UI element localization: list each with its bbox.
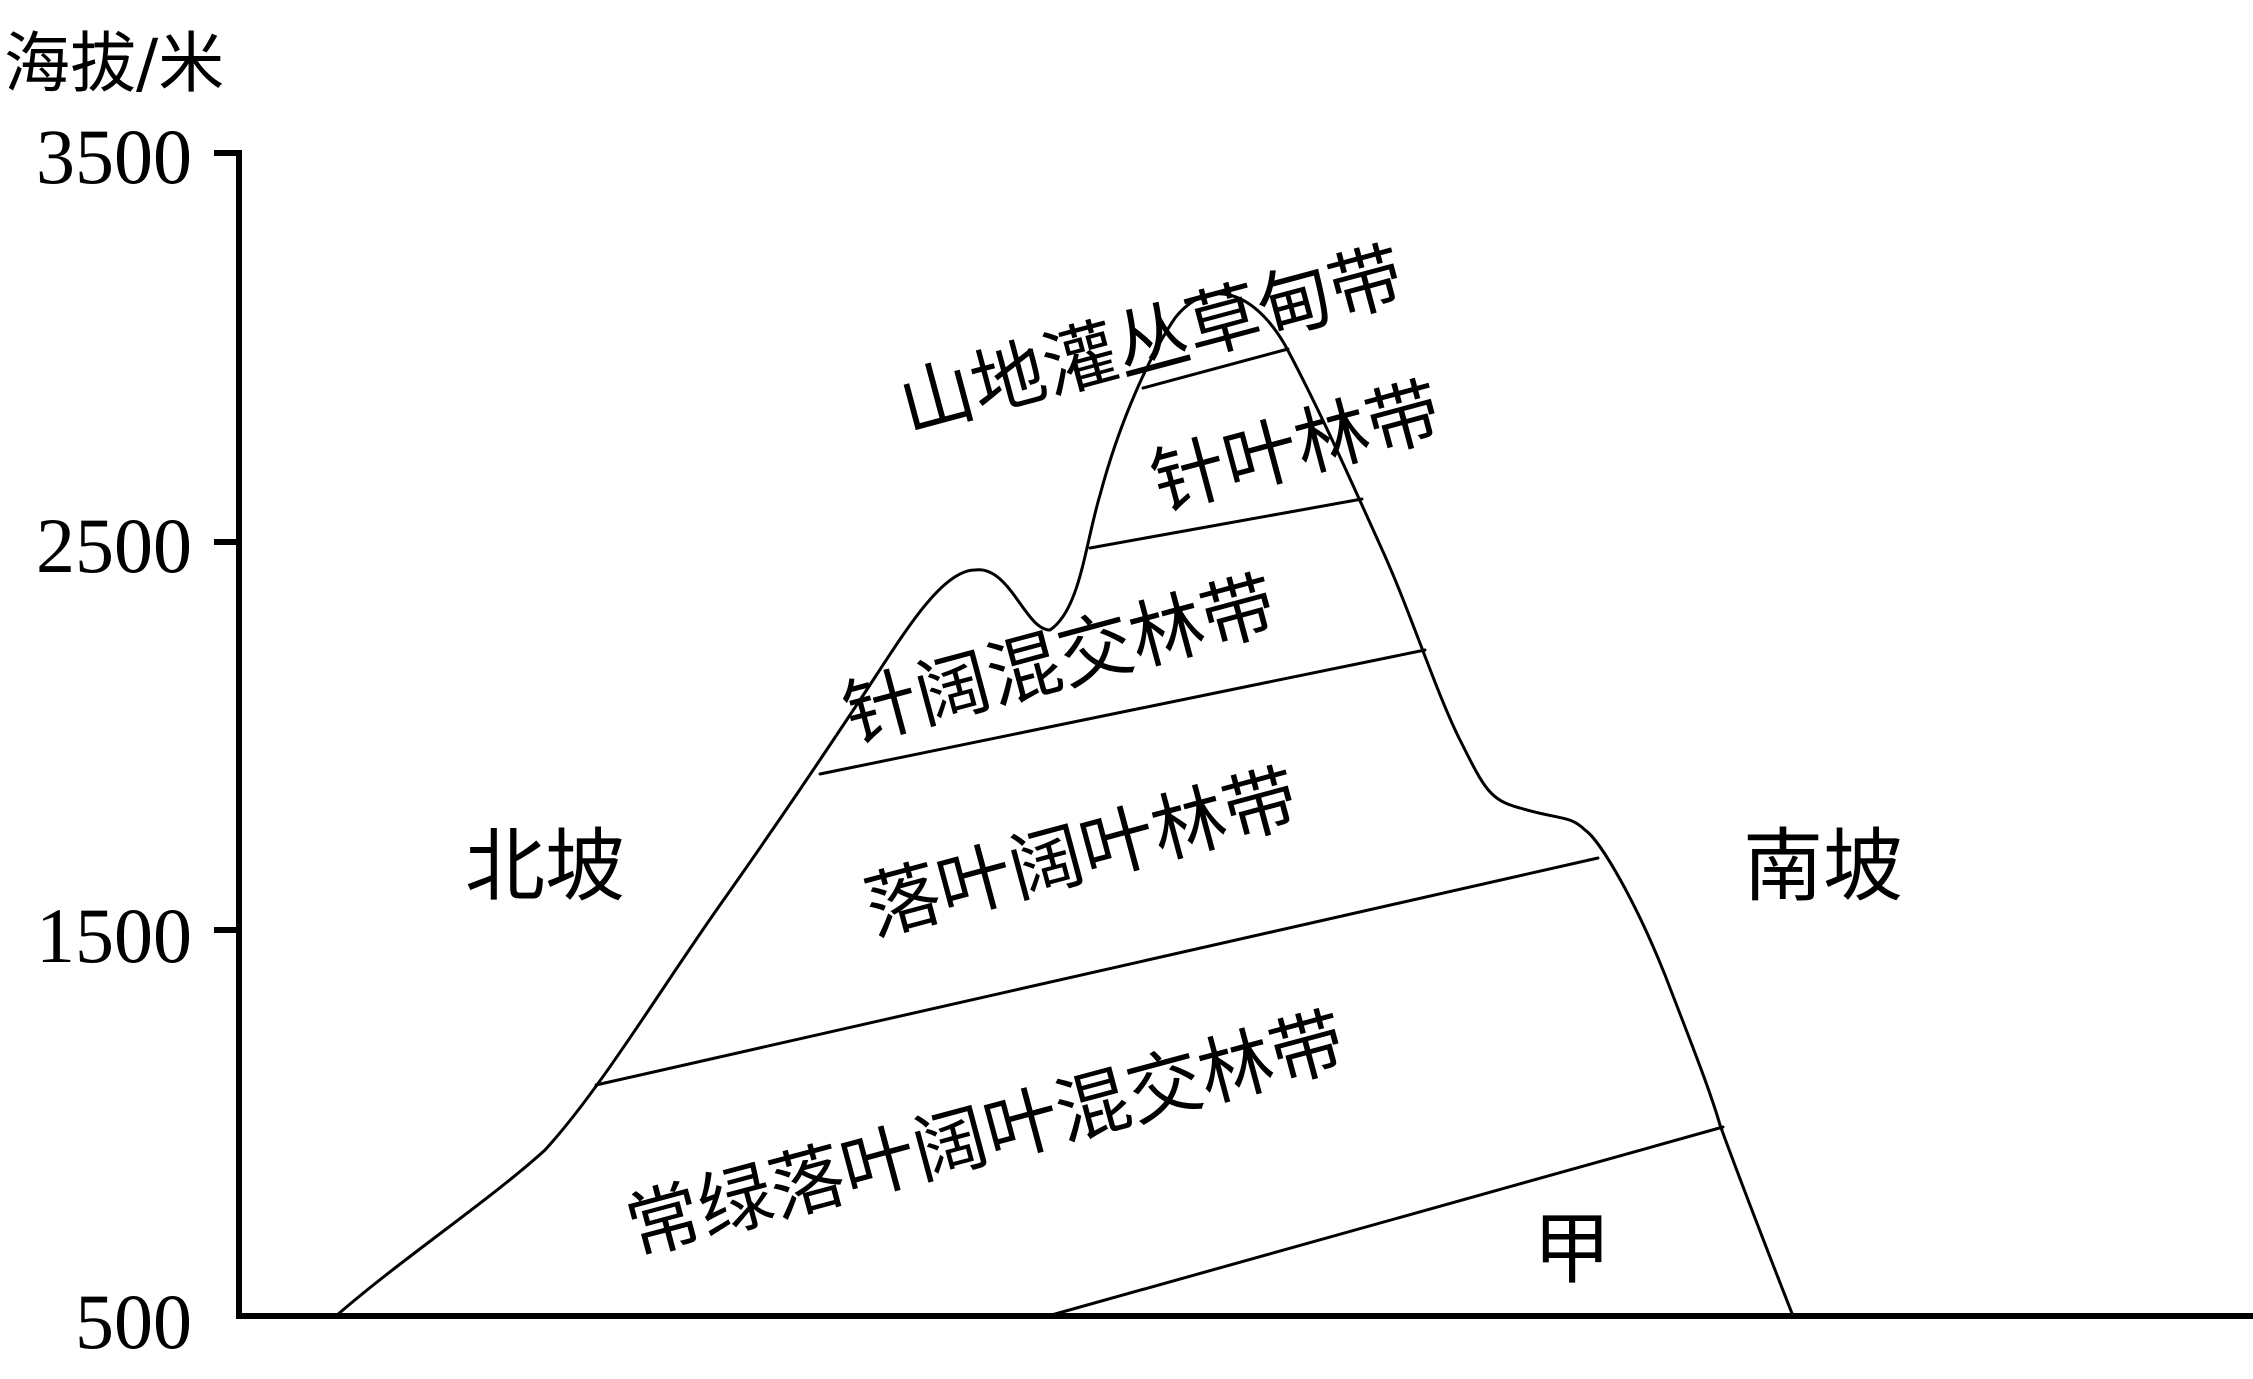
zone-label-jia: 甲 (1533, 1205, 1611, 1295)
north-slope-label: 北坡 (465, 820, 625, 913)
boundary-deciduous-evergreen (594, 856, 1600, 1087)
zone-label-deciduous: 落叶阔叶林带 (856, 754, 1307, 952)
boundary-evergreen-jia (1046, 1125, 1725, 1318)
zone-label-mixed-forest: 针阔混交林带 (834, 561, 1285, 759)
boundary-conifer-mixed (1088, 497, 1364, 550)
boundary-meadow-conifer (1141, 347, 1290, 390)
y-tick-label-2500: 2500 (36, 502, 192, 589)
y-tick-label-3500: 3500 (36, 113, 192, 200)
boundary-mixed-deciduous (818, 648, 1427, 776)
axis-title: 海拔/米 (4, 25, 224, 102)
zone-label-coniferous: 针叶林带 (1142, 368, 1450, 528)
zone-label-evergreen-deciduous: 常绿落叶阔叶混交林带 (617, 998, 1354, 1273)
south-slope-label: 南坡 (1743, 820, 1903, 913)
y-tick-label-500: 500 (75, 1278, 192, 1365)
y-tick-label-1500: 1500 (36, 892, 192, 979)
mountain-outline (334, 292, 1795, 1318)
